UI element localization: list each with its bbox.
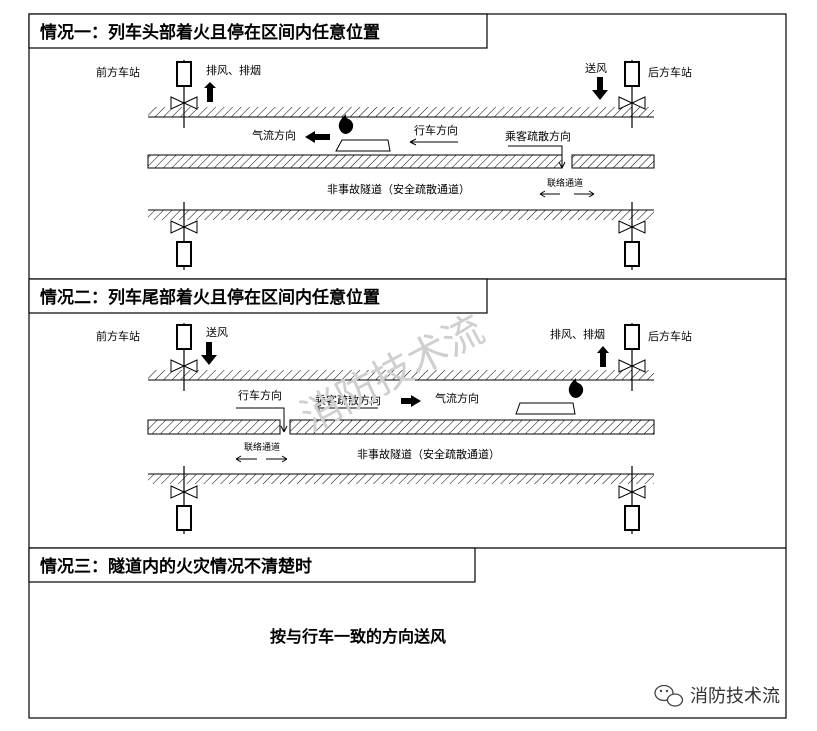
case2-shaft-rear-top — [618, 323, 646, 391]
case1-cross-passage-label: 联络通道 — [547, 177, 583, 189]
wechat-icon — [654, 684, 684, 707]
case2-front-station: 前方车站 — [96, 329, 140, 343]
case3-title: 情况三：隧道内的火灾情况不清楚时 — [40, 556, 312, 577]
case2-title-box — [28, 278, 488, 314]
case2-exhaust-label: 排风、排烟 — [550, 327, 605, 341]
case1-shaft-front-top — [170, 60, 198, 128]
case2-bottom-wall — [148, 474, 654, 484]
corner-watermark-text: 消防技术流 — [690, 686, 780, 707]
case2-train — [515, 402, 576, 415]
case1-fire-icon — [338, 114, 354, 134]
case1-exhaust-up-arrow — [204, 82, 216, 102]
corner-watermark: 消防技术流 — [654, 684, 780, 707]
case1-evac-arrow — [508, 145, 566, 169]
case2-panel: 情况二：列车尾部着火且停在区间内任意位置 — [28, 278, 786, 549]
case1-front-station: 前方车站 — [96, 65, 140, 79]
case2-evac-arrow — [314, 404, 378, 412]
case2-shaft-front-top — [170, 323, 198, 391]
case2-train-dir-label: 行车方向 — [238, 388, 282, 402]
case1-top-wall — [148, 107, 654, 117]
case1-non-incident-label: 非事故隧道（安全疏散通道） — [327, 182, 470, 196]
case2-exhaust-up-arrow — [597, 346, 609, 367]
case1-shaft-rear-top — [618, 60, 646, 128]
case1-shaft-rear-bottom — [618, 202, 646, 270]
case1-train — [335, 139, 391, 152]
case1-mid-wall — [147, 154, 655, 169]
case3-title-box — [28, 547, 476, 583]
case1-exhaust-label: 排风、排烟 — [206, 63, 261, 77]
case1-cross-passage-arrows — [539, 190, 595, 198]
case2-shaft-rear-bottom — [618, 466, 646, 534]
case1-title-box — [28, 13, 488, 49]
case1-shaft-front-bottom — [170, 202, 198, 270]
case2-mid-wall — [147, 419, 655, 435]
case3-panel: 情况三：隧道内的火灾情况不清楚时 按与行车一致的方向送风 — [28, 547, 476, 646]
case2-evac-label: 乘客疏散方向 — [315, 393, 381, 407]
case1-title: 情况一：列车头部着火且停在区间内任意位置 — [40, 22, 380, 43]
case1-bottom-wall — [148, 210, 654, 220]
case1-airflow-arrow — [305, 131, 330, 143]
case2-airflow-arrow — [401, 395, 421, 407]
case1-supply-down-arrow — [592, 77, 608, 100]
case2-shaft-front-bottom — [170, 466, 198, 534]
case2-airflow-label: 气流方向 — [435, 391, 479, 405]
case2-train-dir-arrow — [236, 407, 288, 433]
case1-evac-label: 乘客疏散方向 — [505, 129, 571, 143]
case2-cross-passage-arrows — [235, 455, 288, 463]
case3-instruction: 按与行车一致的方向送风 — [270, 627, 446, 646]
case1-supply-label: 送风 — [585, 61, 607, 75]
case2-cross-passage-label: 联络通道 — [244, 441, 280, 453]
case1-airflow-label: 气流方向 — [252, 128, 296, 142]
case2-non-incident-label: 非事故隧道（安全疏散通道） — [357, 447, 500, 461]
case2-supply-down-arrow — [201, 342, 217, 365]
case2-title: 情况二：列车尾部着火且停在区间内任意位置 — [40, 287, 380, 308]
case2-top-wall — [148, 370, 654, 380]
case1-train-dir-arrow — [409, 138, 458, 146]
case1-panel: 情况一：列车头部着火且停在区间内任意位置 — [28, 13, 786, 280]
case2-rear-station: 后方车站 — [648, 329, 692, 343]
case2-fire-icon — [568, 378, 584, 398]
case1-train-dir-label: 行车方向 — [414, 123, 458, 137]
case1-rear-station: 后方车站 — [648, 65, 692, 79]
case2-supply-label: 送风 — [206, 325, 228, 339]
